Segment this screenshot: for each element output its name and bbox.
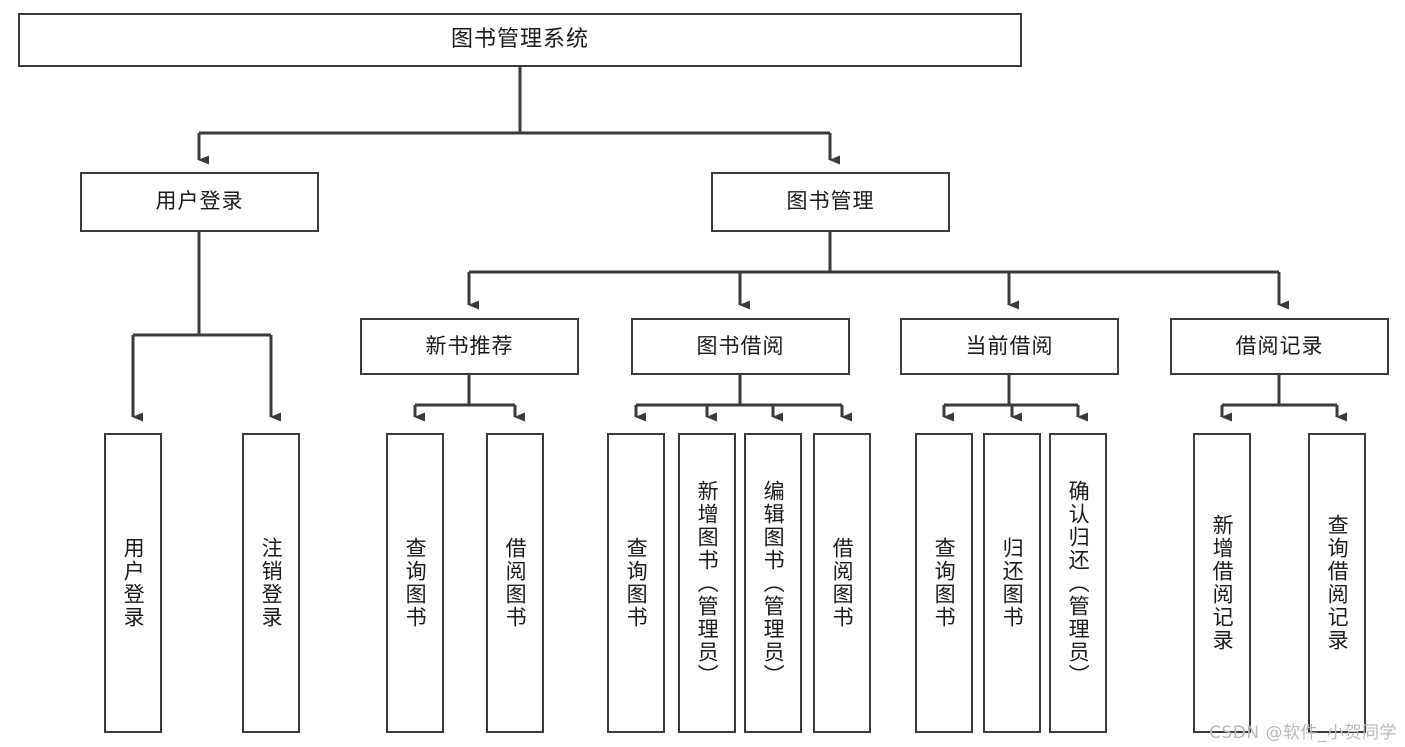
node-leaf-confirm-return[interactable]: 确认归还（管理员） bbox=[1049, 433, 1107, 733]
node-book-manage-label: 图书管理 bbox=[786, 189, 875, 214]
node-leaf-add-book[interactable]: 新增图书（管理员） bbox=[678, 433, 736, 733]
node-leaf-query-book-3-label: 查询图书 bbox=[932, 537, 957, 629]
node-book-manage[interactable]: 图书管理 bbox=[711, 172, 950, 232]
node-user-login[interactable]: 用户登录 bbox=[80, 172, 319, 232]
node-leaf-edit-book[interactable]: 编辑图书（管理员） bbox=[744, 433, 802, 733]
node-user-login-label: 用户登录 bbox=[155, 189, 244, 214]
node-current-borrow[interactable]: 当前借阅 bbox=[900, 318, 1119, 375]
node-leaf-edit-book-label: 编辑图书（管理员） bbox=[761, 479, 786, 687]
node-leaf-return-book-label: 归还图书 bbox=[1000, 537, 1025, 629]
node-root-label: 图书管理系统 bbox=[450, 26, 589, 52]
node-leaf-query-record[interactable]: 查询借阅记录 bbox=[1308, 433, 1366, 733]
node-leaf-query-book-2[interactable]: 查询图书 bbox=[607, 433, 665, 733]
node-borrow-record-label: 借阅记录 bbox=[1235, 333, 1324, 358]
node-leaf-add-record-label: 新增借阅记录 bbox=[1210, 514, 1235, 652]
node-borrow-record[interactable]: 借阅记录 bbox=[1170, 318, 1389, 375]
node-leaf-return-book[interactable]: 归还图书 bbox=[983, 433, 1041, 733]
node-leaf-borrow-book-2[interactable]: 借阅图书 bbox=[813, 433, 871, 733]
node-leaf-borrow-book-1-label: 借阅图书 bbox=[503, 537, 528, 629]
node-leaf-confirm-return-label: 确认归还（管理员） bbox=[1066, 479, 1091, 687]
node-leaf-borrow-book-1[interactable]: 借阅图书 bbox=[486, 433, 544, 733]
node-leaf-user-login[interactable]: 用户登录 bbox=[104, 433, 162, 733]
node-book-borrow-label: 图书借阅 bbox=[696, 333, 785, 358]
node-leaf-query-record-label: 查询借阅记录 bbox=[1325, 514, 1350, 652]
node-book-borrow[interactable]: 图书借阅 bbox=[631, 318, 850, 375]
node-leaf-borrow-book-2-label: 借阅图书 bbox=[830, 537, 855, 629]
node-leaf-add-record[interactable]: 新增借阅记录 bbox=[1193, 433, 1251, 733]
node-leaf-query-book-2-label: 查询图书 bbox=[624, 537, 649, 629]
node-leaf-query-book-1-label: 查询图书 bbox=[403, 537, 428, 629]
watermark: CSDN @软件_小贺同学 bbox=[1209, 723, 1397, 743]
node-root[interactable]: 图书管理系统 bbox=[18, 13, 1022, 67]
node-leaf-user-logout[interactable]: 注销登录 bbox=[242, 433, 300, 733]
node-leaf-query-book-1[interactable]: 查询图书 bbox=[386, 433, 444, 733]
node-current-borrow-label: 当前借阅 bbox=[965, 333, 1054, 358]
node-leaf-user-login-label: 用户登录 bbox=[121, 537, 146, 629]
node-leaf-user-logout-label: 注销登录 bbox=[259, 537, 284, 629]
node-leaf-add-book-label: 新增图书（管理员） bbox=[695, 479, 720, 687]
node-new-book-recommend[interactable]: 新书推荐 bbox=[360, 318, 579, 375]
node-leaf-query-book-3[interactable]: 查询图书 bbox=[915, 433, 973, 733]
node-new-book-recommend-label: 新书推荐 bbox=[425, 333, 514, 358]
